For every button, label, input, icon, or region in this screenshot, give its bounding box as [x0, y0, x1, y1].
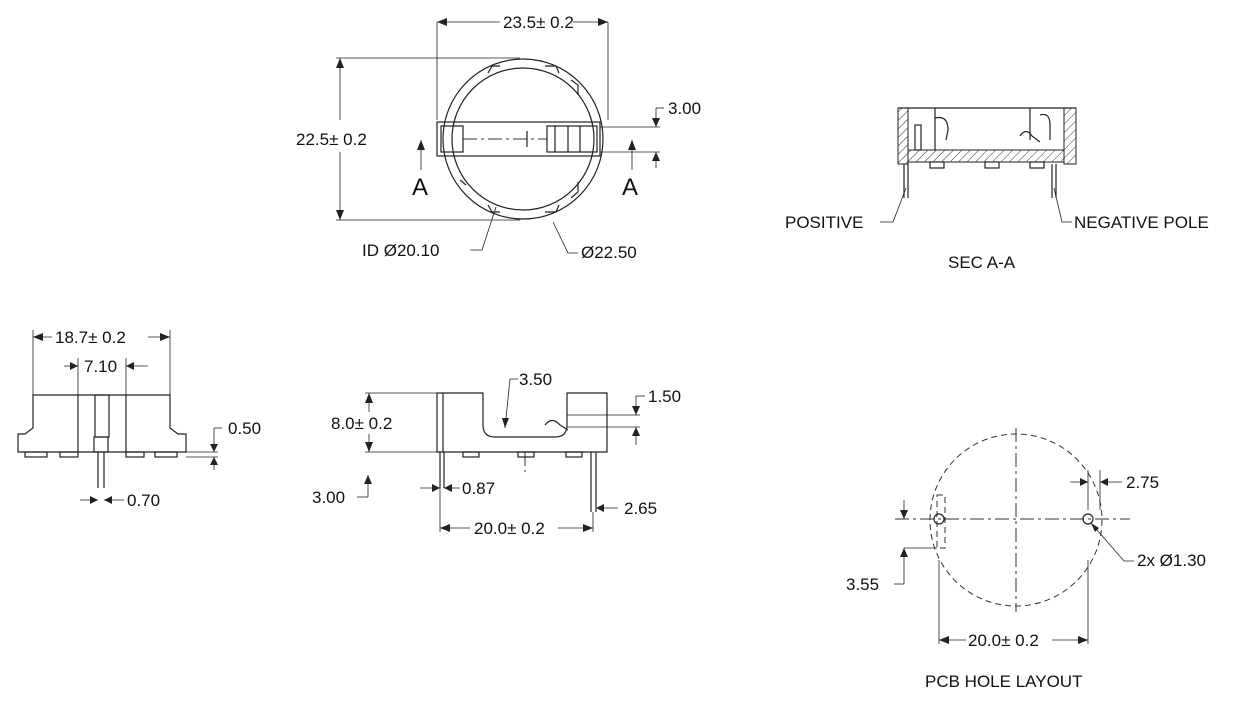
section-title: SEC A-A	[948, 253, 1016, 272]
positive-label: POSITIVE	[785, 213, 863, 232]
end-step-dim: 0.50	[228, 419, 261, 438]
side-view: 8.0± 0.2 3.50 1.50 3.00 0.87 2.65	[312, 370, 681, 538]
side-spring-dim: 1.50	[648, 387, 681, 406]
section-mark-right: A	[622, 174, 638, 201]
side-pin-spacing-dim: 20.0± 0.2	[474, 519, 545, 538]
end-view: 18.7± 0.2 7.10 0.50	[17, 328, 261, 510]
side-height-dim: 8.0± 0.2	[331, 414, 392, 433]
pcb-layout: 2.75 2x Ø1.30 3.55 20.0± 0.2 PCB HOLE LA…	[846, 428, 1206, 691]
pcb-hole-offset-dim: 2.75	[1126, 473, 1159, 492]
end-pin-dim: 0.70	[127, 491, 160, 510]
end-slot-dim: 7.10	[84, 357, 117, 376]
top-width-dim: 23.5± 0.2	[503, 13, 574, 32]
side-pin-thickness-dim: 0.87	[462, 479, 495, 498]
top-offset-dim: 3.00	[668, 99, 701, 118]
pcb-hole-right	[1082, 513, 1094, 525]
inner-diameter-label: ID Ø20.10	[362, 241, 440, 260]
side-contact-dim: 3.50	[519, 370, 552, 389]
end-width-dim: 18.7± 0.2	[55, 328, 126, 347]
section-mark-left: A	[412, 174, 428, 201]
section-view: POSITIVE NEGATIVE POLE SEC A-A	[785, 107, 1209, 272]
outer-diameter-label: Ø22.50	[581, 243, 637, 262]
pcb-vertical-offset-dim: 3.55	[846, 575, 879, 594]
top-view: 23.5± 0.2 22.5± 0.2	[296, 13, 701, 262]
top-height-dim: 22.5± 0.2	[296, 130, 367, 149]
pcb-hole-diameter-label: 2x Ø1.30	[1137, 551, 1206, 570]
negative-pole-label: NEGATIVE POLE	[1074, 213, 1209, 232]
pcb-layout-title: PCB HOLE LAYOUT	[925, 672, 1082, 691]
side-pin-offset-dim: 2.65	[624, 499, 657, 518]
pcb-hole-spacing-dim: 20.0± 0.2	[968, 631, 1039, 650]
pcb-hole-left	[933, 513, 945, 525]
side-pin-length-dim: 3.00	[312, 488, 345, 507]
